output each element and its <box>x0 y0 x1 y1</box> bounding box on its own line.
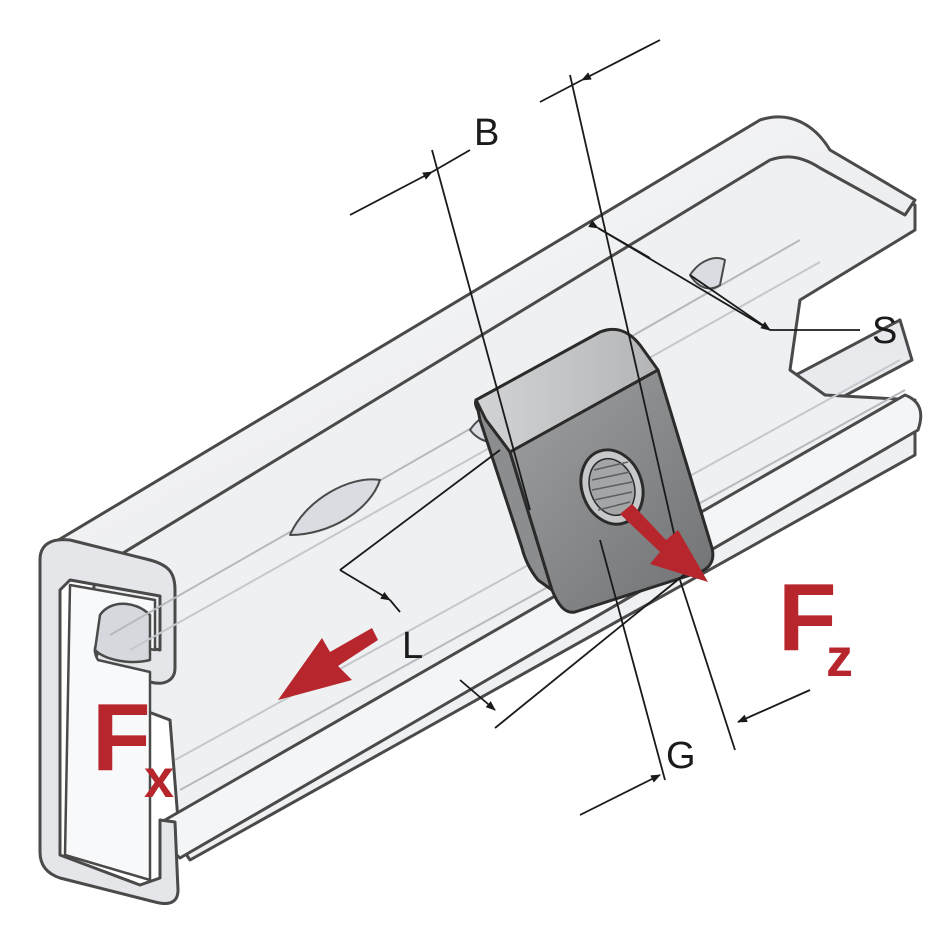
dimension-l-extension-bottom <box>494 569 691 729</box>
force-z-arrow <box>620 504 708 582</box>
dimension-g-arrow-right <box>737 689 811 723</box>
force-label-fx-sub: x <box>144 749 174 809</box>
force-label-fz-main: F <box>778 564 837 671</box>
dimension-g-extension-right <box>679 579 736 751</box>
dimension-s-arrow <box>689 274 771 331</box>
dimension-l-extension-top <box>339 449 501 571</box>
force-arrows <box>278 504 708 700</box>
dimension-lines <box>339 39 860 816</box>
dimension-l-arrow-bottom <box>459 679 496 711</box>
force-label-fx-main: F <box>92 684 151 791</box>
dimension-label-b: B <box>474 112 499 154</box>
dimension-b-arrow-left <box>349 171 433 216</box>
dimension-label-g: G <box>666 735 696 777</box>
force-label-fz-sub: z <box>826 628 853 688</box>
dimension-g-extension-left <box>599 539 666 781</box>
force-x-arrow <box>278 628 378 700</box>
dimension-label-s: S <box>872 310 897 352</box>
dimension-b-arrow-right <box>581 39 661 81</box>
dimension-b-extension-right <box>569 74 681 561</box>
dimension-b-extension-left <box>431 149 531 511</box>
dimension-l-arrow-top <box>339 569 391 601</box>
dimension-g-arrow-left <box>579 774 661 816</box>
dimension-label-l: L <box>402 625 423 667</box>
